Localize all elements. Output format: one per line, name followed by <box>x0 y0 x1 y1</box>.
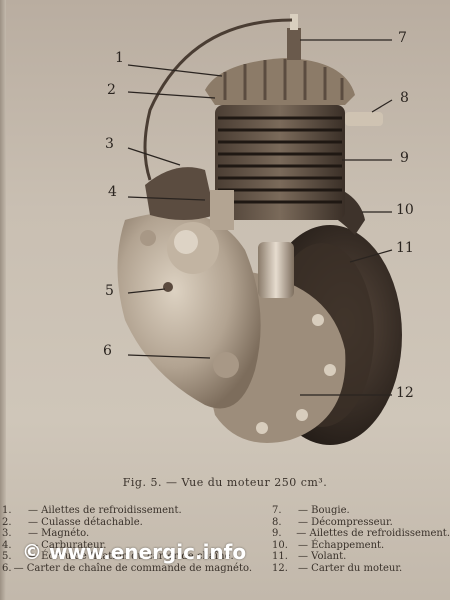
legend-right: 7.— Bougie. 8.— Décompresseur. 9.— Ailet… <box>272 505 450 575</box>
legend-item: 2.— Culasse détachable. <box>2 516 143 528</box>
legend-item: 8.— Décompresseur. <box>272 516 393 528</box>
magneto-shape <box>145 167 215 220</box>
figure-caption: Fig. 5. — Vue du moteur 250 cm³. <box>122 476 328 489</box>
callout-5: 5 <box>105 283 114 299</box>
watermark: © www.energic.info <box>22 540 247 564</box>
callout-4: 4 <box>108 184 117 200</box>
callout-7: 7 <box>398 30 407 46</box>
callout-6: 6 <box>103 343 112 359</box>
legend-item: 12.— Carter du moteur. <box>272 562 403 574</box>
legend-item: 4.— Carburateur. <box>2 539 107 551</box>
legend-item: 9.— Ailettes de refroidissement. <box>272 528 450 540</box>
chain-case-nut <box>163 282 173 292</box>
decompressor-shape <box>345 112 383 126</box>
legend-item: 6.— Carter de chaîne de commande de magn… <box>2 562 252 574</box>
callout-8: 8 <box>400 90 409 106</box>
legend-left: 1.— Ailettes de refroidissement. 2.— Cul… <box>2 505 252 575</box>
page-edge <box>0 0 6 600</box>
callout-10: 10 <box>396 202 414 218</box>
carburettor-shape <box>258 242 294 298</box>
engine-figure: 1 2 3 4 5 6 7 8 9 10 11 12 <box>103 14 414 445</box>
callout-9: 9 <box>400 150 409 166</box>
legend-item: 7.— Bougie. <box>272 505 350 516</box>
callout-11: 11 <box>396 240 414 256</box>
legend-item: 11.— Volant. <box>272 551 347 563</box>
ht-lead <box>143 18 293 181</box>
legend-item: 3.— Magnéto. <box>2 528 90 540</box>
leader-lines <box>127 39 393 396</box>
legend-item: 1.— Ailettes de refroidissement. <box>2 505 182 516</box>
cylinder-head-shape <box>205 58 355 105</box>
callout-3: 3 <box>105 136 114 152</box>
callout-1: 1 <box>115 50 124 66</box>
callout-12: 12 <box>396 385 414 401</box>
legend-item: 10.— Échappement. <box>272 539 385 551</box>
legend-item: 5.— Écrou de fixation du carter de chaîn… <box>2 551 234 563</box>
engine-illustration <box>117 14 402 445</box>
spark-plug-shape <box>287 28 301 60</box>
callout-2: 2 <box>107 82 116 98</box>
